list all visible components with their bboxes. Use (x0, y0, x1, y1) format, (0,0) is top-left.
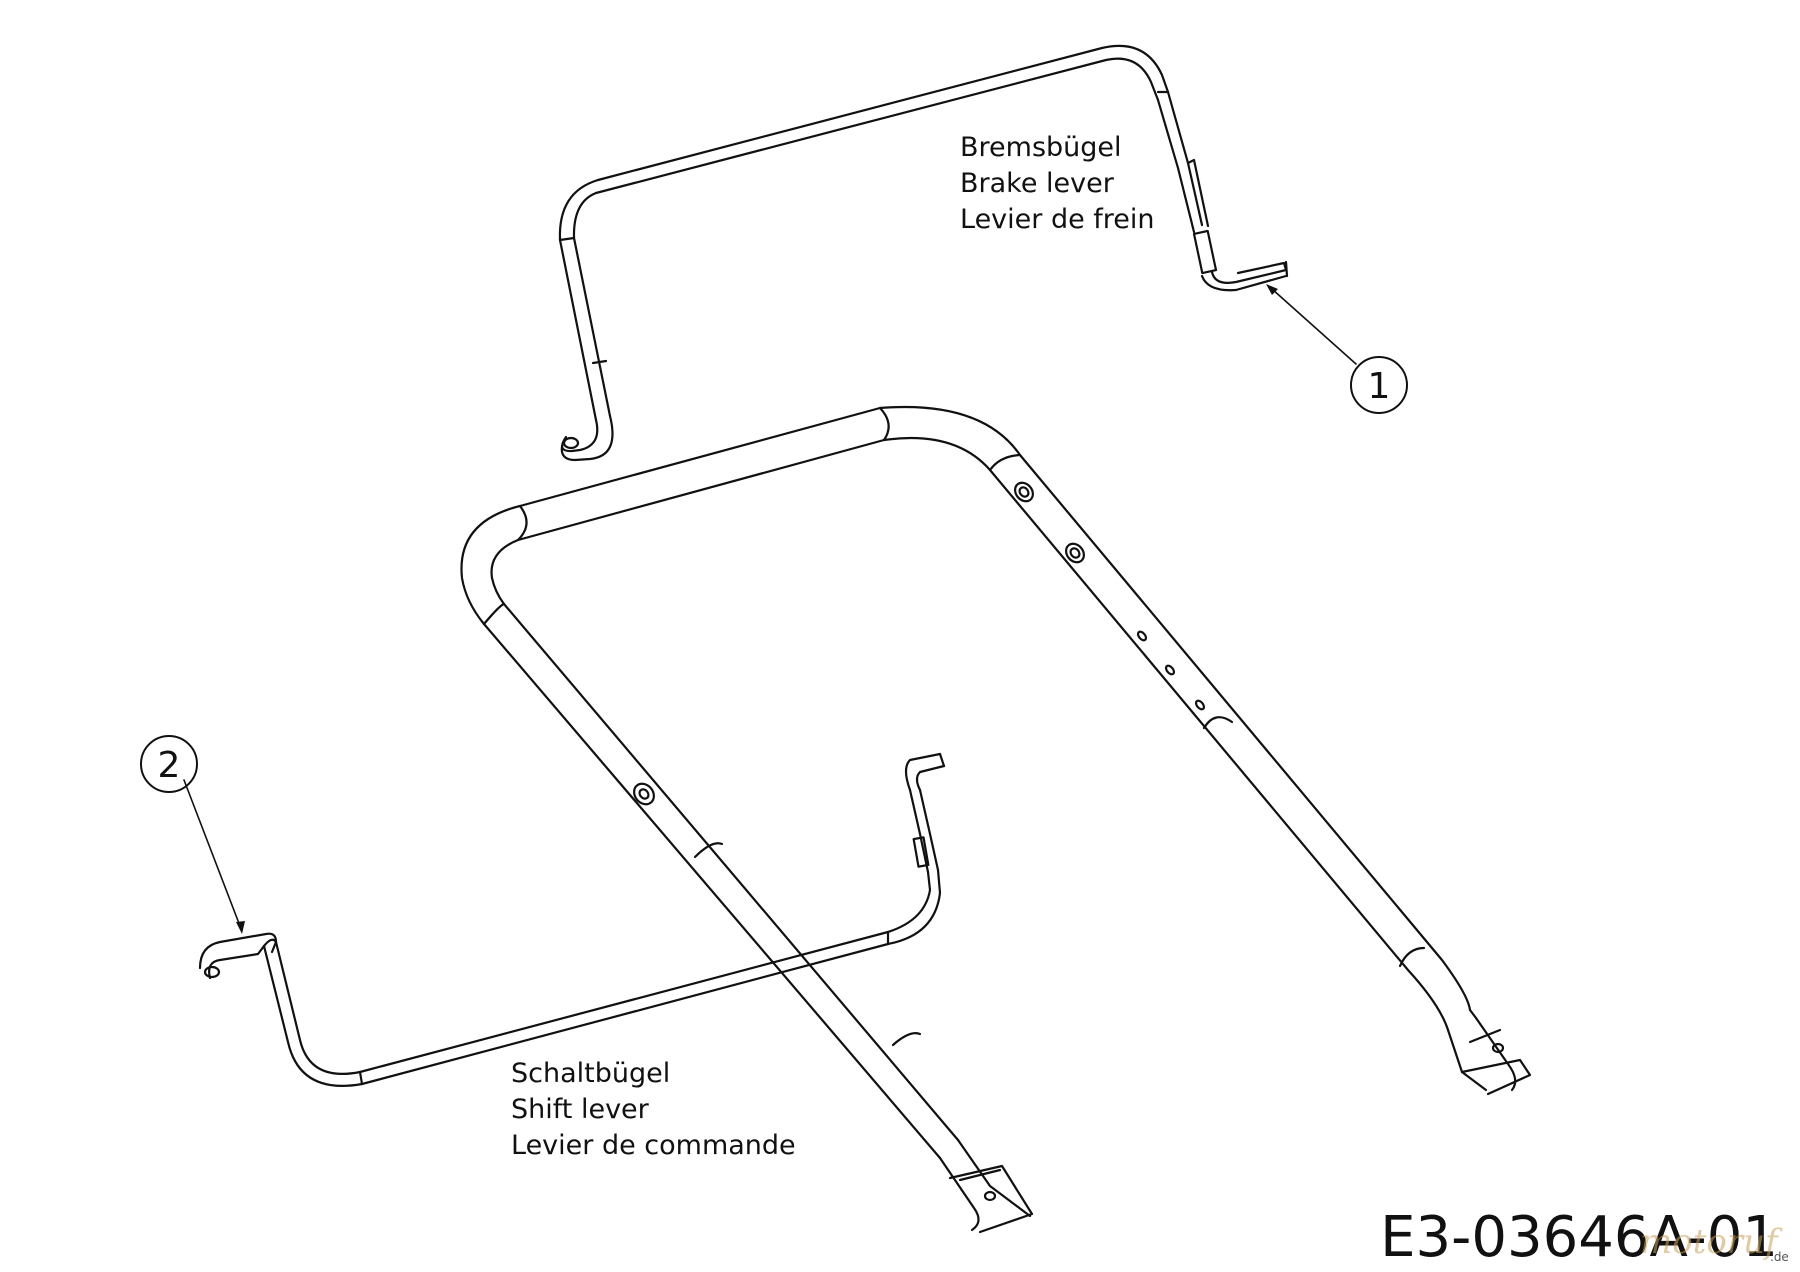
brake-lever-drawing (558, 44, 1289, 462)
brake-lever-label-de: Bremsbügel (960, 132, 1122, 163)
watermark-tld: .de (1770, 1250, 1789, 1264)
shift-lever-label-en: Shift lever (511, 1094, 649, 1125)
main-handle-drawing (460, 405, 1532, 1234)
callout-number-1: 1 (1368, 366, 1391, 407)
shift-lever-label: Schaltbügel Shift lever Levier de comman… (511, 1056, 796, 1164)
shift-lever-label-de: Schaltbügel (511, 1058, 671, 1089)
callout-circle-1 (1350, 356, 1408, 414)
shift-lever-label-fr: Levier de commande (511, 1130, 796, 1161)
drawing-id: E3-03646A-01 (1380, 1205, 1778, 1270)
watermark-logo: motoruf (1640, 1222, 1778, 1262)
brake-lever-label-en: Brake lever (960, 168, 1114, 199)
brake-lever-label: Bremsbügel Brake lever Levier de frein (960, 130, 1155, 238)
brake-lever-label-fr: Levier de frein (960, 204, 1155, 235)
callout-number-2: 2 (158, 745, 181, 786)
callout-leader-1 (1266, 284, 1357, 365)
shift-lever-drawing (198, 752, 946, 1087)
callout-leader-2 (183, 779, 245, 934)
callout-circle-2 (140, 735, 198, 793)
